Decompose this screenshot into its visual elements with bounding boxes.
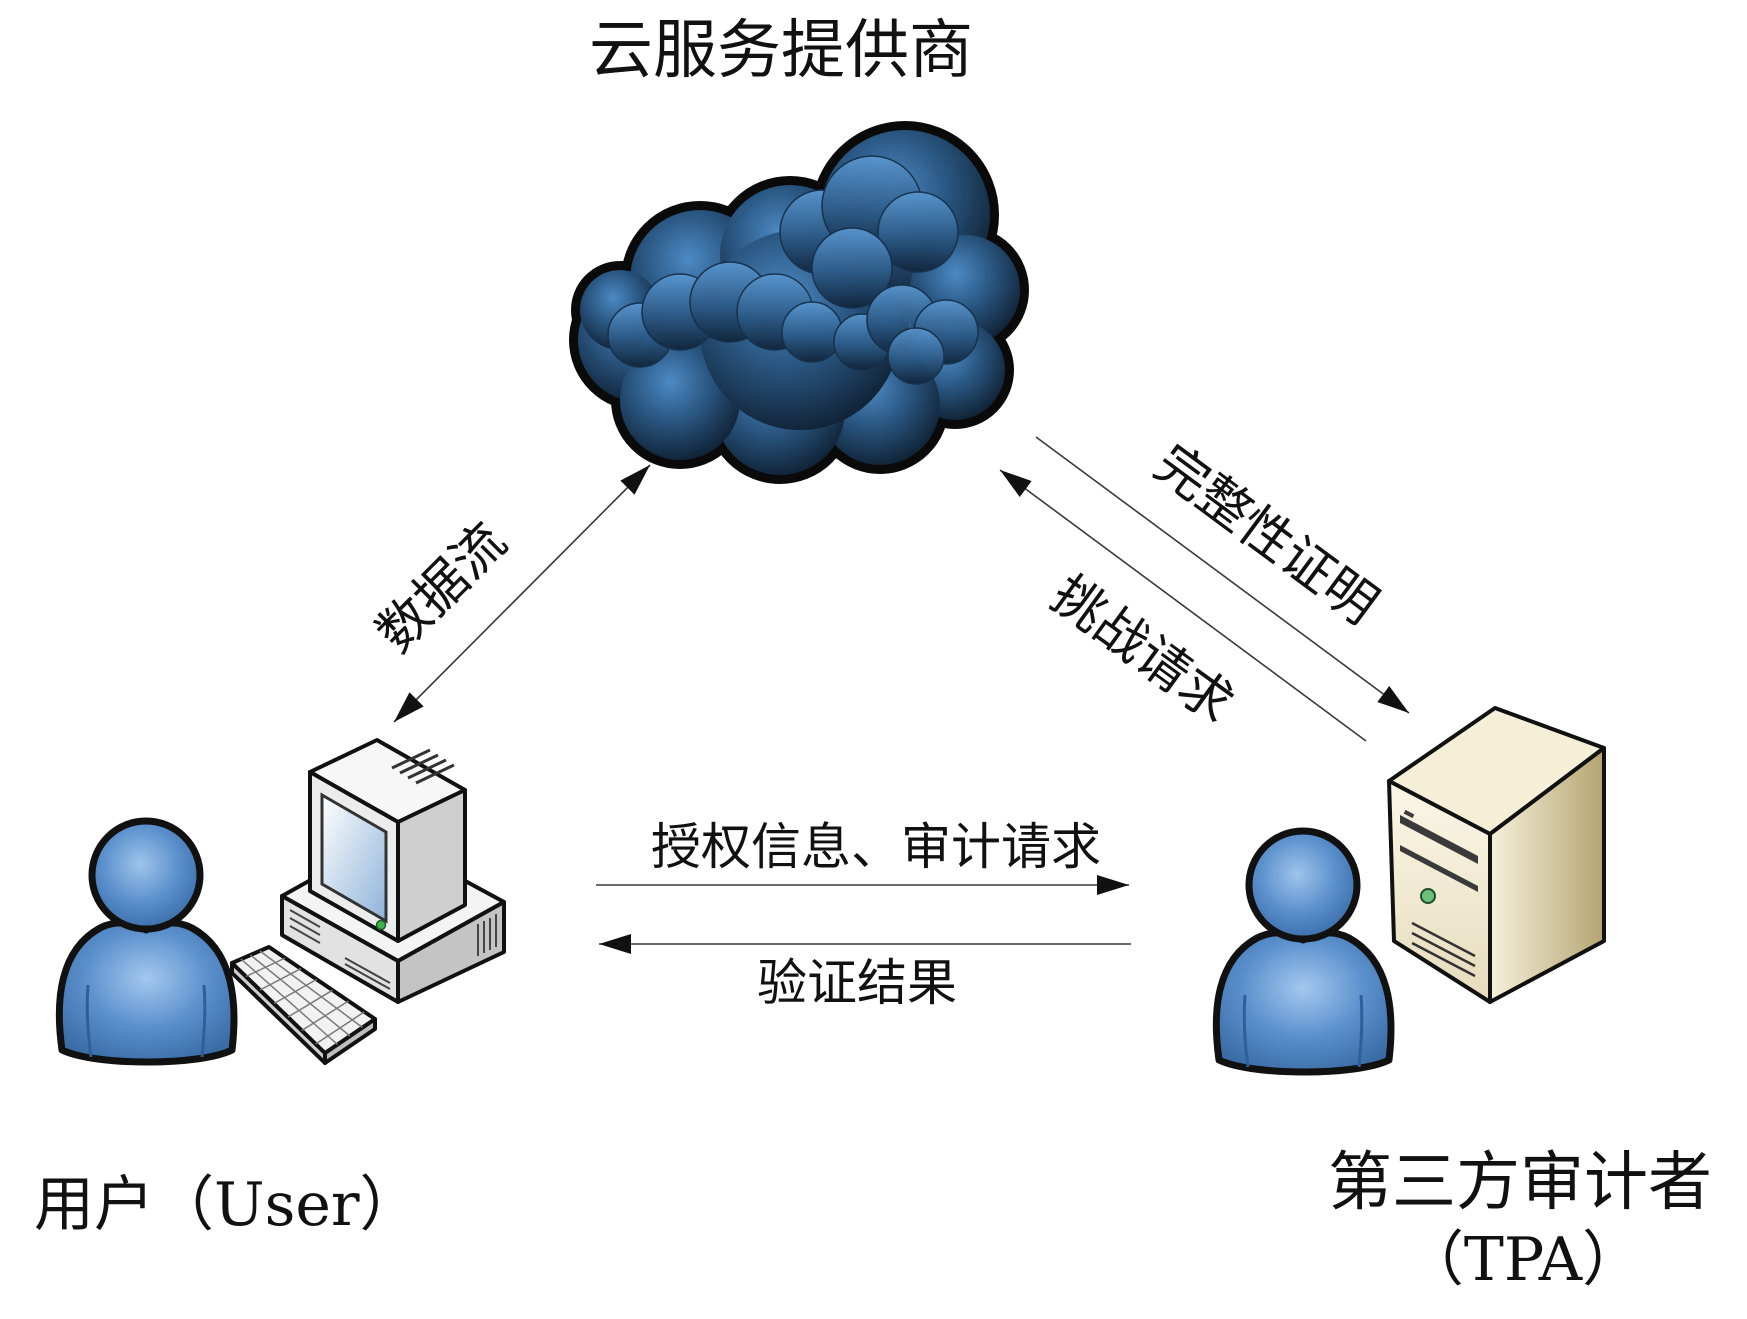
- user-label: 用户（User）: [34, 1170, 420, 1240]
- challenge-request-arrow: [999, 469, 1367, 742]
- data-flow-label: 数据流: [366, 512, 519, 665]
- tpa-label: 第三方审计者: [1328, 1146, 1712, 1220]
- auth-audit-request-label: 授权信息、审计请求: [651, 818, 1101, 876]
- user-person-icon: [59, 821, 234, 1062]
- keyboard-icon: [230, 945, 377, 1065]
- tpa-abbrev-label: （TPA）: [1404, 1225, 1642, 1295]
- server-icon: [1387, 706, 1606, 1004]
- verification-result-label: 验证结果: [757, 954, 957, 1012]
- desktop-computer-icon: [280, 738, 506, 1004]
- integrity-proof-arrow: [1035, 436, 1410, 714]
- data-flow-arrow: [393, 464, 651, 723]
- integrity-proof-label: 完整性证明: [1144, 434, 1389, 637]
- cloud-provider-title: 云服务提供商: [589, 14, 973, 88]
- cloud-icon: [569, 121, 1029, 484]
- tpa-person-icon: [1216, 831, 1391, 1072]
- challenge-request-label: 挑战请求: [1040, 565, 1244, 736]
